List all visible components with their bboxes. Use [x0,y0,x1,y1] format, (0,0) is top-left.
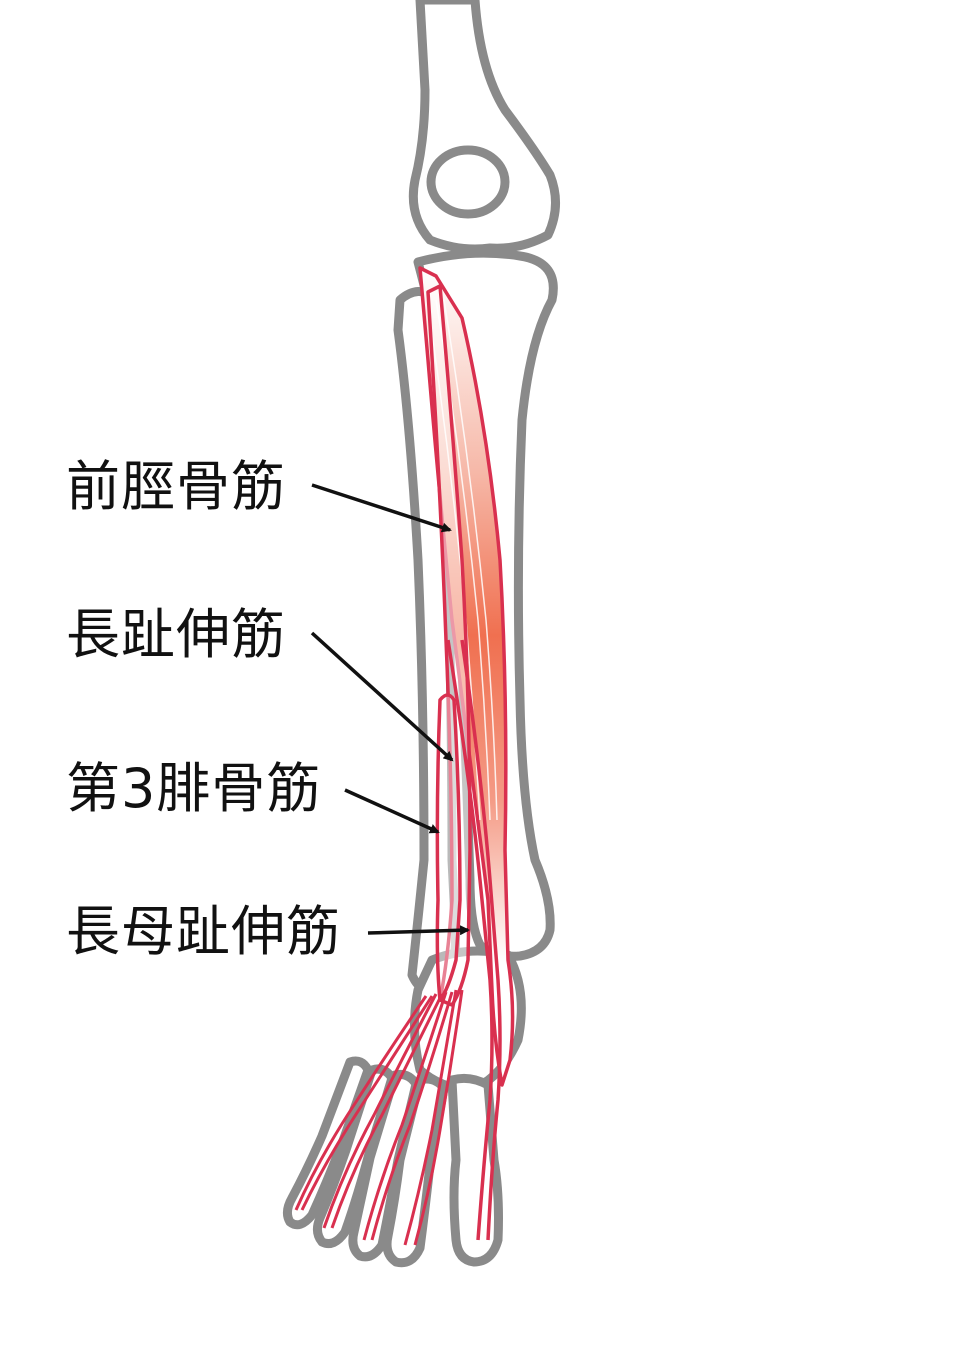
pointer-arrows [310,483,470,936]
label-extensor-digitorum-longus: 長趾伸筋 [66,603,286,666]
extensor-hallucis-longus-muscle [446,639,494,1241]
peroneus-tertius-muscle [435,693,462,1002]
arrow-peroneus-tertius [344,788,440,834]
muscles [294,266,515,1246]
arrow-tibialis-anterior [311,483,452,533]
label-extensor-hallucis-longus: 長母趾伸筋 [66,900,341,963]
label-tibialis-anterior: 前脛骨筋 [66,455,286,518]
label-peroneus-tertius: 第3腓骨筋 [66,757,322,820]
arrow-extensor-digitorum-longus [310,631,454,762]
skeleton [282,0,560,1268]
arrow-extensor-hallucis-longus [367,925,470,936]
toe-tendons [294,989,464,1246]
extensor-hallucis-longus-tendon [460,639,502,1241]
patella-bone [426,145,510,219]
